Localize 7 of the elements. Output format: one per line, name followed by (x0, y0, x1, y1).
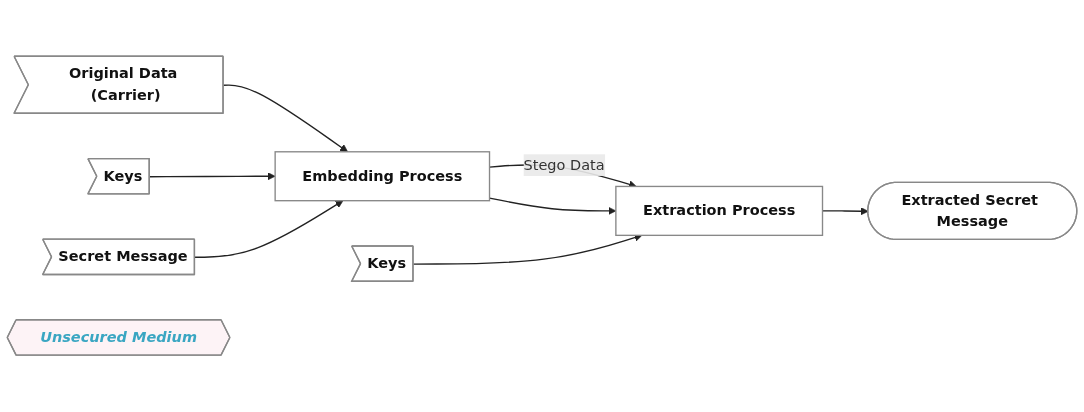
arrow (412, 234, 643, 266)
arrow (222, 84, 348, 153)
node-box: Extraction Process (615, 186, 824, 237)
arrow (194, 200, 344, 259)
arrow (149, 172, 276, 181)
node-box: Embedding Process (274, 151, 491, 202)
edge-label: Stego Data (523, 156, 605, 174)
